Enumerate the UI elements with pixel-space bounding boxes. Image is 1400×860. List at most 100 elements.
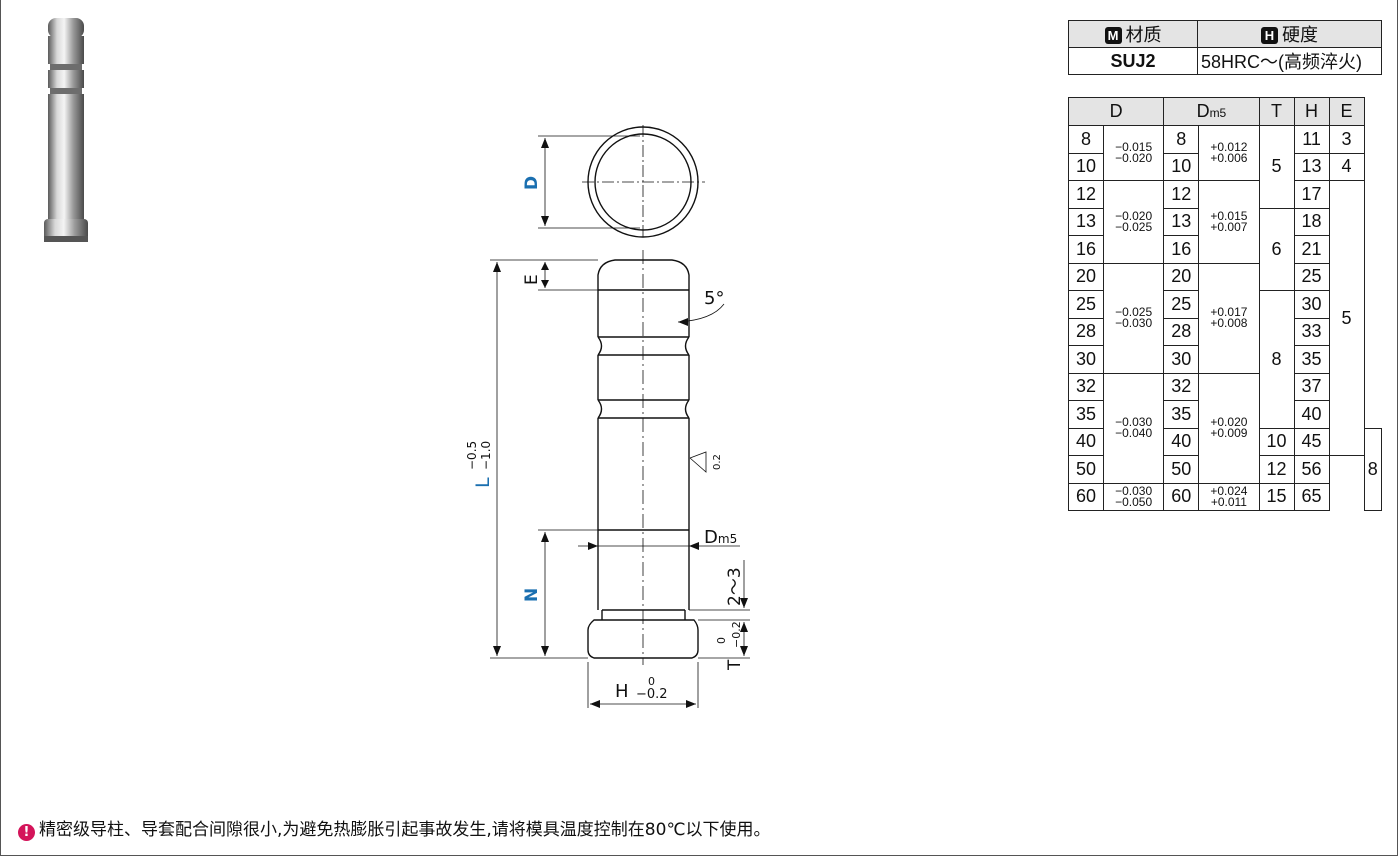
cell-dm: 32	[1163, 372, 1200, 401]
cell-d-tol: −0.030−0.040	[1102, 372, 1165, 484]
cell-h: 35	[1293, 345, 1330, 374]
header-T: T	[1258, 97, 1295, 126]
cell-d: 12	[1068, 180, 1104, 209]
table-row: 25 25 8 30	[1068, 290, 1382, 429]
cell-d: 35	[1068, 400, 1104, 429]
cell-e: 8	[1363, 427, 1383, 511]
cell-dm-tol: +0.017+0.008	[1198, 262, 1260, 374]
cell-h: 37	[1293, 372, 1330, 401]
product-photo	[44, 18, 88, 242]
material-value: SUJ2	[1068, 47, 1198, 75]
table-row: 10 10 13 4	[1068, 152, 1382, 181]
cell-dm-tol: +0.012+0.006	[1198, 125, 1260, 181]
table-row: 8 −0.015−0.020 8 +0.012+0.006 5 11 3	[1068, 125, 1382, 209]
dim-label-E: E	[522, 274, 542, 285]
cell-dm: 40	[1163, 427, 1200, 456]
spec-table: D Dm5 T H E 8 −0.015−0.020 8 +0.012+0.00…	[1067, 97, 1383, 511]
table-row: 30 30 35	[1068, 345, 1382, 374]
cell-dm-tol: +0.015+0.007	[1198, 180, 1260, 264]
cell-h: 56	[1293, 455, 1330, 484]
cell-dm: 25	[1163, 290, 1200, 319]
cell-dm: 30	[1163, 345, 1200, 374]
cell-h: 11	[1293, 125, 1330, 154]
cell-e: 3	[1328, 125, 1365, 154]
dim-label-T-tol-upper: 0	[715, 637, 728, 644]
dim-label-H-tol-upper: 0	[648, 675, 655, 688]
cell-d-tol: −0.030−0.050	[1102, 482, 1165, 511]
hardness-badge-icon: H	[1261, 27, 1278, 44]
cell-d: 16	[1068, 235, 1104, 264]
table-row: 60 −0.030−0.050 60 +0.024+0.011 15 65	[1068, 482, 1382, 511]
cell-h: 13	[1293, 152, 1330, 181]
cell-h: 17	[1293, 180, 1330, 209]
cell-dm: 10	[1163, 152, 1200, 181]
cell-t: 8	[1258, 290, 1295, 429]
dim-label-T: T	[725, 659, 745, 671]
cell-e: 4	[1328, 152, 1365, 181]
dim-label-L-tol-lower: −1.0	[479, 441, 493, 470]
header-E: E	[1328, 97, 1365, 126]
cell-dm: 20	[1163, 262, 1200, 291]
cell-h: 21	[1293, 235, 1330, 264]
dim-label-T-tol-lower: −0.2	[730, 621, 743, 648]
cell-dm: 13	[1163, 207, 1200, 236]
dim-label-D: D	[522, 176, 542, 190]
cell-d: 40	[1068, 427, 1104, 456]
cell-t: 6	[1258, 207, 1295, 291]
usage-note: !精密级导柱、导套配合间隙很小,为避免热膨胀引起事故发生,请将模具温度控制在80…	[18, 815, 771, 841]
cell-h: 25	[1293, 262, 1330, 291]
cell-h: 33	[1293, 317, 1330, 346]
pin-head	[597, 259, 690, 290]
cell-d: 32	[1068, 372, 1104, 401]
dim-label-N: N	[522, 588, 542, 602]
cell-dm-tol: +0.024+0.011	[1198, 482, 1260, 511]
table-row: 20 −0.025−0.030 20 +0.017+0.008 25	[1068, 262, 1382, 374]
table-row: 13 13 6 18	[1068, 207, 1382, 291]
dim-label-roughness: 0.2	[712, 454, 723, 470]
cell-dm: 12	[1163, 180, 1200, 209]
cell-h: 18	[1293, 207, 1330, 236]
cell-dm: 50	[1163, 455, 1200, 484]
cell-d-tol: −0.020−0.025	[1102, 180, 1165, 264]
cell-h: 65	[1293, 482, 1330, 511]
cell-e: 5	[1328, 180, 1365, 456]
usage-note-text: 精密级导柱、导套配合间隙很小,为避免热膨胀引起事故发生,请将模具温度控制在80℃…	[39, 820, 771, 840]
pin-collar	[587, 619, 699, 659]
table-row: 28 28 33	[1068, 317, 1382, 346]
cell-t: 12	[1258, 455, 1295, 484]
header-D: D	[1067, 97, 1165, 126]
cell-dm-tol: +0.020+0.009	[1198, 372, 1260, 484]
table-row: 16 16 21	[1068, 235, 1382, 264]
table-row: 12 −0.020−0.025 12 +0.015+0.007 17 5	[1068, 180, 1382, 456]
cell-dm: 8	[1163, 125, 1200, 154]
dim-label-H: H	[615, 681, 629, 702]
hardness-value: 58HRC～(高频淬火)	[1197, 47, 1382, 75]
cell-d: 60	[1068, 482, 1104, 511]
dim-label-L: L	[472, 477, 494, 488]
dim-label-H-tol-lower: −0.2	[636, 687, 668, 702]
cell-t: 5	[1258, 125, 1295, 209]
cell-d-tol: −0.025−0.030	[1102, 262, 1165, 374]
dim-label-L-tol-upper: −0.5	[465, 441, 479, 470]
cell-dm: 60	[1163, 482, 1200, 511]
cell-dm: 28	[1163, 317, 1200, 346]
cell-d: 13	[1068, 207, 1104, 236]
cell-d-tol: −0.015−0.020	[1102, 125, 1165, 181]
material-badge-icon: M	[1104, 27, 1122, 44]
cell-t: 10	[1258, 427, 1295, 456]
dim-label-angle: 5°	[704, 288, 724, 309]
cell-t: 15	[1258, 482, 1295, 511]
cell-h: 45	[1293, 427, 1330, 456]
warning-icon: !	[18, 824, 35, 841]
cell-d: 30	[1068, 345, 1104, 374]
cell-d: 8	[1068, 125, 1104, 154]
table-row: 50 50 12 56	[1068, 455, 1382, 484]
cell-dm: 16	[1163, 235, 1200, 264]
cell-h: 30	[1293, 290, 1330, 319]
cell-d: 28	[1068, 317, 1104, 346]
cell-d: 50	[1068, 455, 1104, 484]
